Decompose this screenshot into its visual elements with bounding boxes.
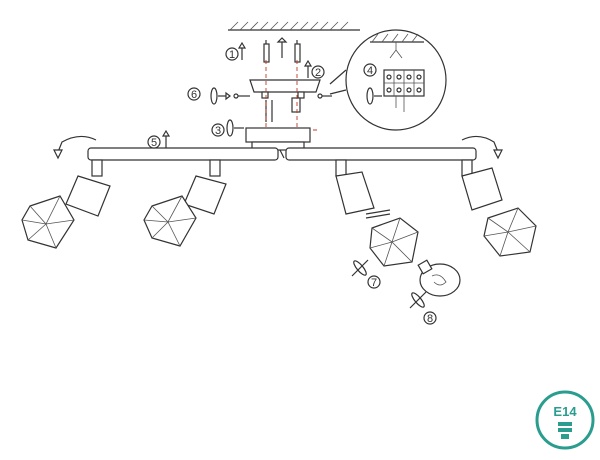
spotlight-3 [335,159,419,267]
step-2-marker: 2 [303,59,325,79]
light-bulb [417,259,461,297]
step-8-label: 8 [427,313,433,325]
spotlight-4 [461,159,537,257]
spotlight-2 [143,159,227,247]
bulb-base-icon [558,422,572,439]
step-7-marker: 7 [367,275,381,289]
dowel-screws [263,37,301,63]
mounting-bracket [233,79,332,122]
canopy [245,127,311,151]
step-5-label: 5 [151,137,157,149]
step-7-label: 7 [371,277,377,289]
step-5-marker: 5 [147,129,171,149]
e14-socket-badge: E14 [535,390,595,450]
ceiling [228,21,360,31]
step-1-marker: 1 [225,41,247,61]
alignment-lines [250,60,320,131]
step-6-marker: 6 [187,87,201,101]
step-3-marker: 3 [211,123,225,137]
step-8-marker: 8 [423,311,437,325]
step-4-marker: 4 [363,63,377,77]
tool-icons [210,87,427,309]
main-bar [87,147,477,161]
wiring-detail [329,29,447,131]
step-1-label: 1 [229,49,235,61]
step-4-label: 4 [367,65,373,77]
step-6-label: 6 [191,89,197,101]
spotlight-1 [21,159,111,249]
step-3-label: 3 [215,125,221,137]
e14-badge-label: E14 [553,404,577,419]
rotation-arrows [53,135,503,160]
step-2-label: 2 [315,67,321,79]
